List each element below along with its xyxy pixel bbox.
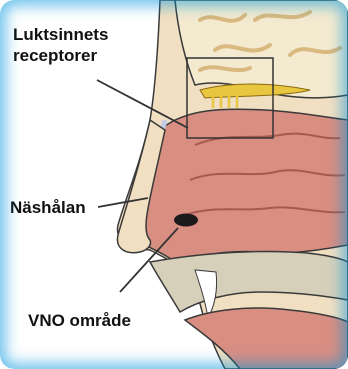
mouth-lower [185,308,348,369]
label-olfactory-receptors-line2: receptorer [13,45,108,66]
label-olfactory-receptors-line1: Luktsinnets [13,24,108,45]
label-nasal-cavity: Näshålan [10,197,86,218]
label-vno-area: VNO område [28,310,131,331]
label-olfactory-receptors: Luktsinnets receptorer [13,24,108,67]
vno-organ [174,214,198,227]
